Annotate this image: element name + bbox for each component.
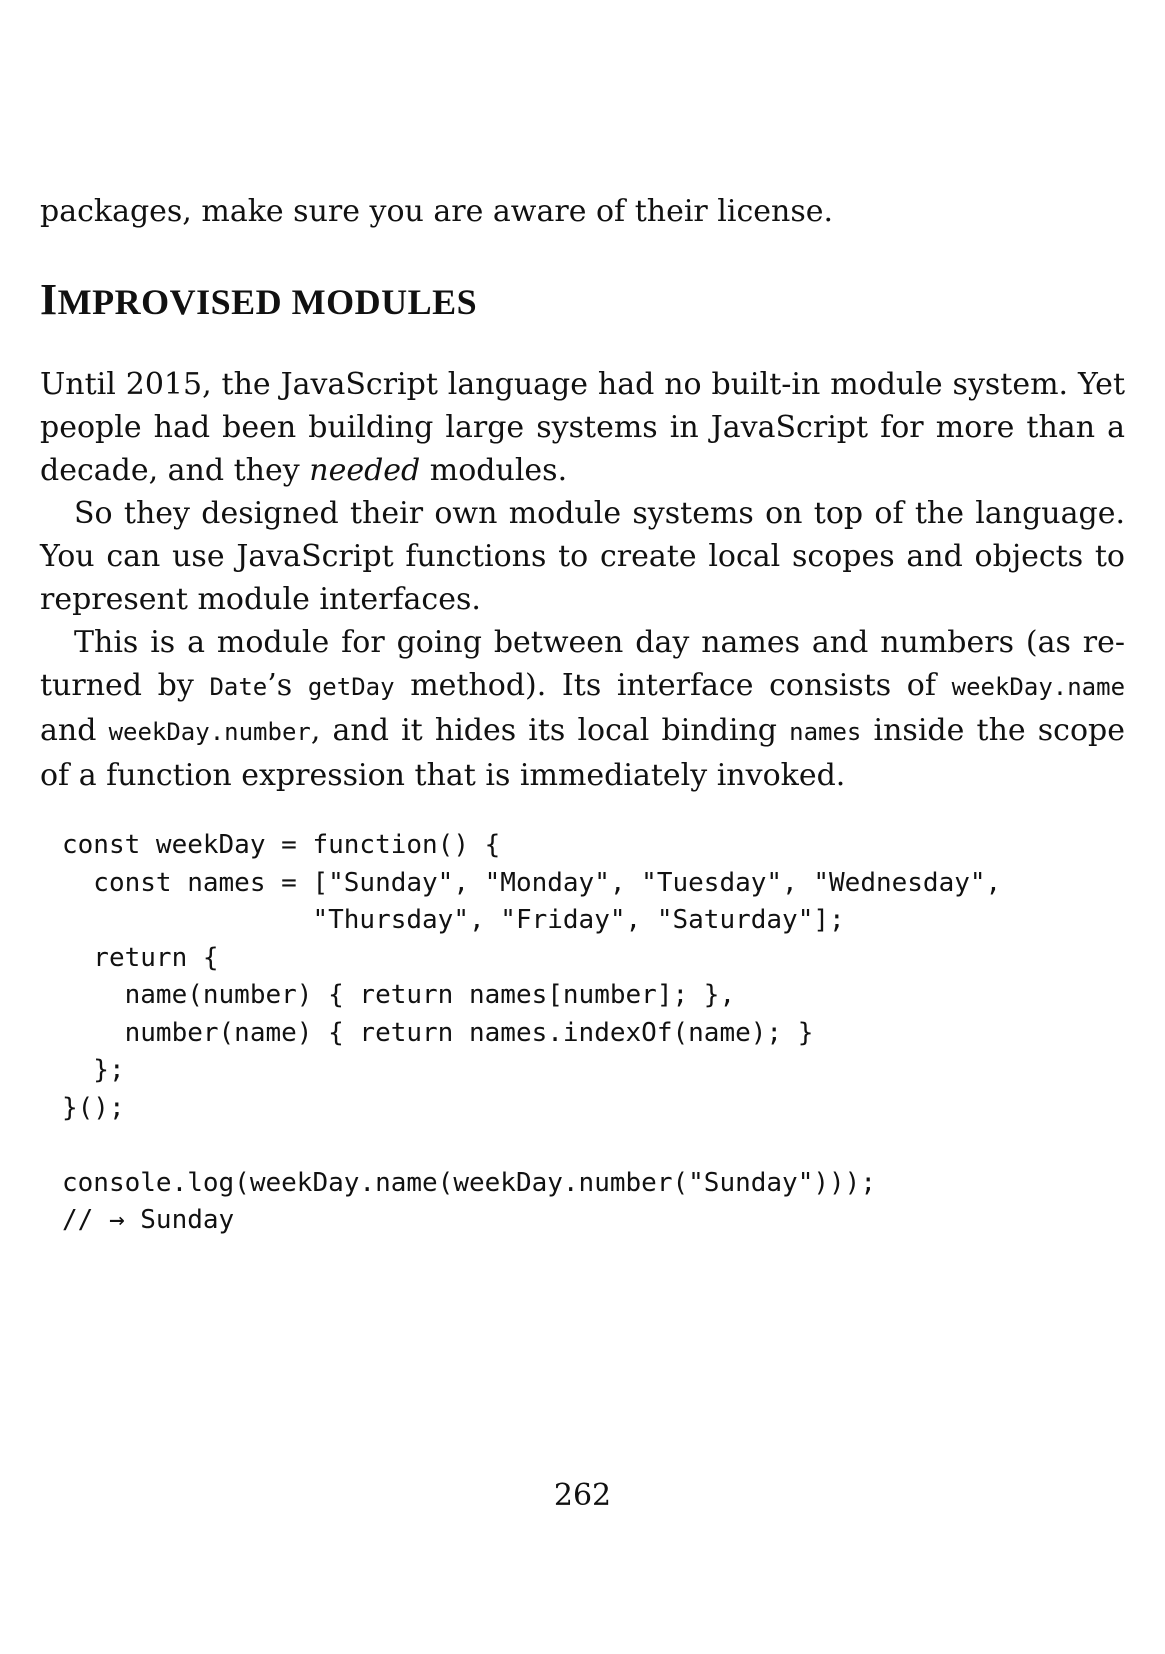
code-line: console.log(weekDay.name(weekDay.number(… <box>62 1167 876 1198</box>
paragraph-2: So they designed their own module system… <box>40 496 1125 617</box>
code-line: number(name) { return names.indexOf(name… <box>62 1017 814 1048</box>
code-line: "Thursday", "Friday", "Saturday"]; <box>62 905 845 935</box>
paragraph-3-text-3: method). Its interface consists of <box>394 668 952 703</box>
paragraph-3-text-1: This is a module for going between day n… <box>40 625 1125 703</box>
code-line: return { <box>62 942 219 973</box>
page-body: packages, make sure you are aware of the… <box>40 190 1125 1240</box>
code-line: name(number) { return names[number]; }, <box>62 980 736 1010</box>
page-number: 262 <box>553 1478 612 1513</box>
inline-code-names: names <box>789 718 862 746</box>
paragraph-3-text-6: inside the scope of a function expressio… <box>40 713 1125 793</box>
paragraph-3: This is a module for going between day n… <box>40 621 1125 797</box>
paragraph-3-text-2: ’s <box>267 668 308 703</box>
code-block: const weekDay = function() { const names… <box>62 827 1125 1240</box>
paragraph-1-text-b: modules. <box>420 453 568 488</box>
code-line-blank <box>62 1127 1125 1165</box>
paragraph-3-text-5: , and it hides its local binding <box>310 713 790 748</box>
inline-code-weekday-number: weekDay.number <box>108 718 311 746</box>
intro-line: packages, make sure you are aware of the… <box>40 194 834 229</box>
heading-first-letter: I <box>40 275 58 324</box>
heading-rest: MPROVISED MODULES <box>57 282 478 322</box>
paragraph-1: Until 2015, the JavaScript language had … <box>40 363 1125 492</box>
paragraph-3-text-4: and <box>40 713 109 748</box>
paragraph-1-emphasis: needed <box>309 453 421 488</box>
section-heading: IMPROVISED MODULES <box>40 275 1125 327</box>
code-line: const weekDay = function() { <box>62 830 501 860</box>
code-line: }; <box>62 1055 125 1085</box>
inline-code-getday: getDay <box>307 673 395 701</box>
paragraph-1-text-a: Until 2015, the JavaScript language had … <box>40 367 1125 488</box>
code-line-comment: // → Sunday <box>62 1205 235 1235</box>
inline-code-date: Date <box>209 673 268 701</box>
code-line: }(); <box>62 1092 125 1123</box>
inline-code-weekday-name: weekDay.name <box>951 673 1126 701</box>
code-line: const names = ["Sunday", "Monday", "Tues… <box>62 867 1002 898</box>
